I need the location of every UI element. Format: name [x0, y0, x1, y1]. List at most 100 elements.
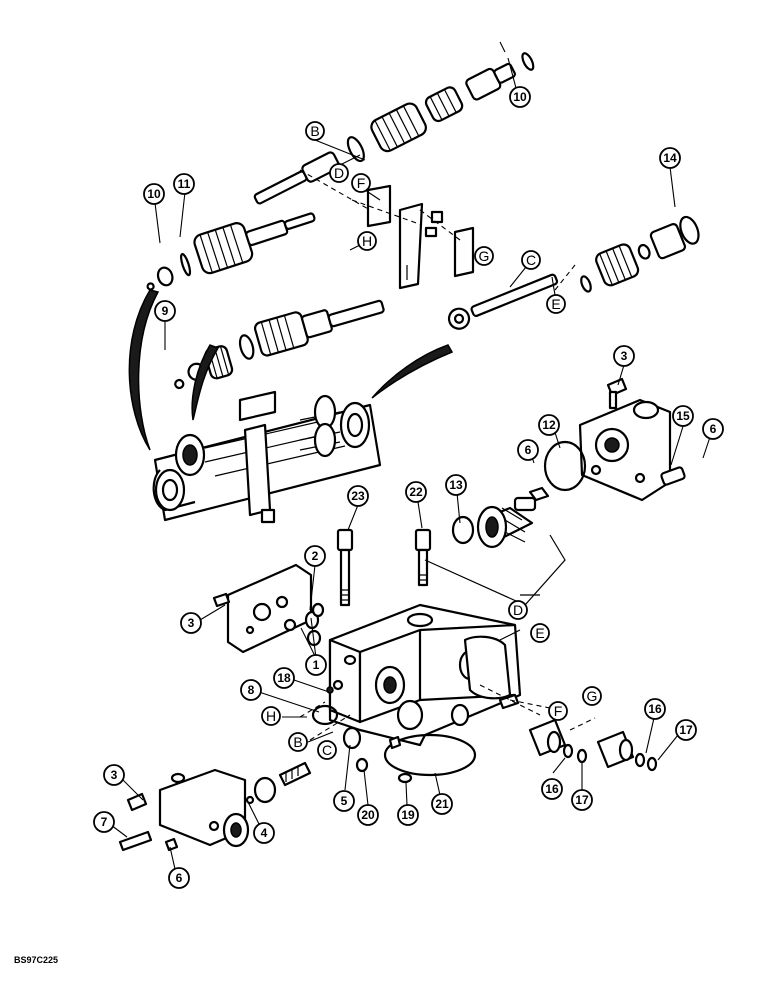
callout-18: 18: [273, 667, 295, 689]
callout-11: 11: [173, 173, 195, 195]
svg-text:17: 17: [575, 793, 589, 807]
o-ring-8: [311, 704, 339, 726]
upper-spool-assembly: [128, 52, 700, 524]
svg-text:22: 22: [409, 485, 423, 499]
callout-10-left: 10: [143, 183, 165, 205]
letter-h-bottom: H: [261, 706, 281, 726]
svg-text:11: 11: [178, 177, 191, 191]
letter-e-bottom: E: [530, 623, 550, 643]
callout-4: 4: [253, 822, 275, 844]
o-ring-5: [342, 726, 362, 750]
o-ring-20: [355, 757, 369, 773]
cartridge-plug: [451, 486, 550, 549]
o-ring-21: [383, 733, 477, 777]
callout-5: 5: [333, 790, 355, 812]
svg-text:G: G: [587, 688, 598, 704]
svg-text:14: 14: [663, 151, 677, 165]
assembly-arc-left: [128, 289, 160, 451]
lever-plates: [366, 184, 475, 290]
top-plate: [212, 563, 325, 654]
callout-23: 23: [347, 485, 369, 507]
letter-c-bottom: C: [317, 740, 337, 760]
svg-text:3: 3: [621, 349, 628, 363]
svg-text:12: 12: [542, 418, 556, 432]
callout-2: 2: [304, 545, 326, 567]
callout-16-bottom: 16: [541, 778, 563, 800]
assembly-lines: [299, 169, 596, 741]
svg-text:19: 19: [401, 808, 415, 822]
svg-text:F: F: [357, 175, 366, 191]
spool-right-e: [580, 215, 700, 293]
letter-d-top: D: [329, 163, 349, 183]
svg-text:G: G: [479, 248, 490, 264]
assembly-arc-mid: [191, 344, 220, 421]
callout-12: 12: [538, 414, 560, 436]
letter-b-bottom: B: [288, 732, 308, 752]
main-valve-body: [328, 603, 522, 747]
callout-10-top: 10: [509, 86, 531, 108]
callout-3-left-bottom: 3: [103, 764, 125, 786]
callout-9: 9: [154, 300, 176, 322]
letter-g-bottom: G: [582, 686, 602, 706]
svg-text:E: E: [551, 296, 560, 312]
svg-text:1: 1: [313, 658, 320, 672]
callout-21: 21: [431, 793, 453, 815]
assembly-arc-right: [371, 344, 454, 399]
letter-h-top: H: [357, 231, 377, 251]
svg-text:3: 3: [111, 768, 118, 782]
letter-c-top: C: [521, 250, 541, 270]
callout-14: 14: [659, 147, 681, 169]
svg-text:5: 5: [341, 794, 348, 808]
callout-19: 19: [397, 804, 419, 826]
svg-text:2: 2: [312, 549, 319, 563]
callout-1: 1: [305, 654, 327, 676]
svg-text:20: 20: [361, 808, 375, 822]
callout-3-left-top: 3: [180, 612, 202, 634]
callout-6-mid: 6: [517, 439, 539, 461]
callout-13: 13: [445, 474, 467, 496]
svg-text:18: 18: [277, 671, 291, 685]
pin-c: [447, 273, 559, 330]
spool-b-top-row: [253, 52, 535, 205]
svg-text:D: D: [334, 165, 344, 181]
svg-text:D: D: [513, 602, 523, 618]
right-end-cover: [543, 377, 686, 502]
letter-f-top: F: [351, 173, 371, 193]
svg-text:7: 7: [101, 815, 108, 829]
callout-6-right: 6: [702, 418, 724, 440]
lower-right-spools: [498, 693, 658, 772]
figure-reference-code: BS97C225: [14, 955, 58, 965]
svg-text:15: 15: [676, 409, 690, 423]
spool-h-mid: [174, 299, 385, 390]
svg-text:3: 3: [188, 616, 195, 630]
callout-3-right: 3: [613, 345, 635, 367]
svg-text:16: 16: [545, 782, 559, 796]
svg-text:13: 13: [449, 478, 463, 492]
svg-text:6: 6: [525, 443, 532, 457]
svg-text:9: 9: [162, 304, 169, 318]
letter-g-top: G: [474, 246, 494, 266]
callout-7: 7: [93, 811, 115, 833]
left-end-cover: [118, 761, 312, 852]
callout-16-right: 16: [644, 698, 666, 720]
svg-text:C: C: [526, 252, 536, 268]
callout-22: 22: [405, 481, 427, 503]
svg-text:8: 8: [248, 683, 255, 697]
letter-b-top: B: [305, 121, 325, 141]
svg-text:6: 6: [710, 422, 717, 436]
letter-d-bottom: D: [508, 600, 528, 620]
svg-text:E: E: [535, 625, 544, 641]
o-ring-19: [397, 772, 413, 784]
svg-text:21: 21: [435, 797, 449, 811]
svg-text:H: H: [266, 708, 276, 724]
callout-17-right: 17: [675, 719, 697, 741]
dowel: [388, 735, 402, 750]
callout-6-bottom: 6: [168, 867, 190, 889]
svg-text:6: 6: [176, 871, 183, 885]
svg-text:10: 10: [147, 187, 161, 201]
svg-text:4: 4: [261, 826, 268, 840]
svg-text:C: C: [322, 742, 332, 758]
callout-15: 15: [672, 405, 694, 427]
letter-e-top: E: [546, 294, 566, 314]
